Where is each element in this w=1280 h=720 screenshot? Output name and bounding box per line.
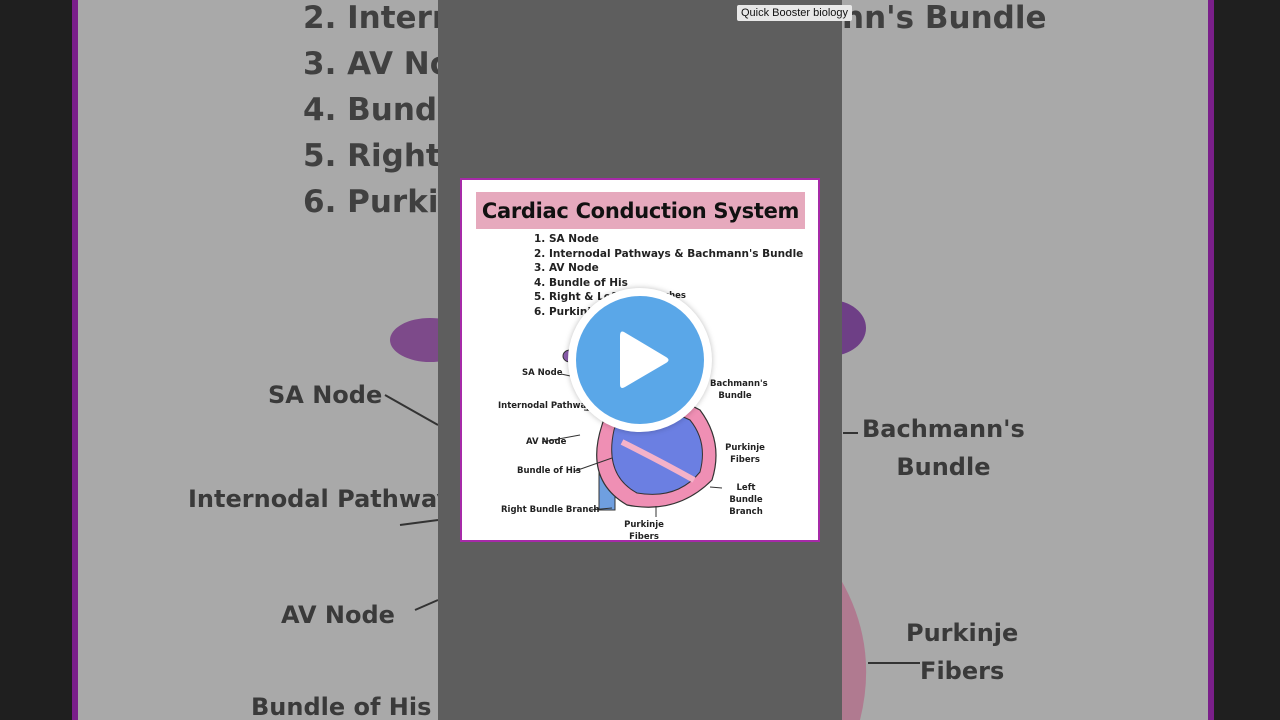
- backdrop-internodal: Internodal Pathway: [188, 485, 453, 513]
- channel-name-label[interactable]: Quick Booster biology: [737, 5, 852, 21]
- backdrop-list-item: 3. AV No: [303, 46, 452, 82]
- backdrop-list-item: 2. Intern: [303, 0, 454, 36]
- list-item: 1. SA Node: [534, 233, 599, 245]
- backdrop-list-item: 6. Purkin: [303, 184, 461, 220]
- label-left-bundle: Left Bundle Branch: [729, 483, 763, 517]
- play-button[interactable]: [568, 288, 712, 432]
- label-right-bundle: Right Bundle Branch: [501, 505, 600, 515]
- backdrop-bundle-his: Bundle of His: [251, 693, 432, 720]
- label-bachmann: Bachmann's Bundle: [710, 379, 768, 401]
- label-purkinje-right: Purkinje Fibers: [725, 443, 765, 465]
- backdrop-sa-node: SA Node: [268, 381, 383, 409]
- backdrop-purkinje: Purkinje Fibers: [906, 619, 1019, 685]
- backdrop-av-node: AV Node: [281, 601, 395, 629]
- label-internodal: Internodal Pathways: [498, 401, 597, 411]
- list-item: 2. Internodal Pathways & Bachmann's Bund…: [534, 247, 804, 260]
- label-bundle-his: Bundle of His: [517, 466, 581, 476]
- play-button-circle: [576, 296, 704, 424]
- list-item: 3. AV Node: [534, 262, 599, 275]
- backdrop-bachmann: Bachmann's Bundle: [862, 415, 1025, 481]
- thumbnail-title-band: Cardiac Conduction System: [476, 192, 805, 229]
- label-av-node: AV Node: [526, 437, 567, 447]
- play-icon: [620, 331, 669, 388]
- list-item: 4. Bundle of His: [534, 276, 628, 289]
- backdrop-right-bar: [1214, 0, 1280, 720]
- label-sa-node: SA Node: [522, 368, 563, 378]
- backdrop-right-title: nn's Bundle: [842, 0, 1047, 36]
- backdrop-left-bar: [0, 0, 72, 720]
- label-purkinje-bottom: Purkinje Fibers: [624, 520, 664, 542]
- thumbnail-title: Cardiac Conduction System: [481, 198, 800, 223]
- video-thumbnail[interactable]: Cardiac Conduction System 1. SA Node 2. …: [460, 178, 820, 542]
